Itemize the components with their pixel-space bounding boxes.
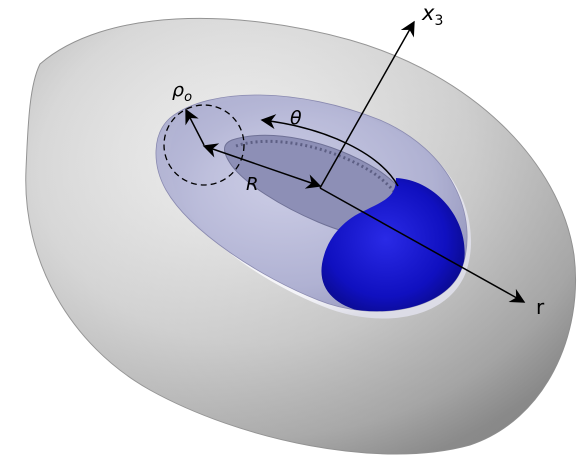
x3-axis: [319, 20, 415, 189]
minor-radius-arrow: [185, 108, 205, 146]
minor-radius-label: ρo: [172, 79, 192, 105]
blue-region: [321, 178, 465, 312]
theta-label: θ: [290, 107, 302, 129]
r-axis-label: r: [536, 295, 545, 319]
major-radius-label: R: [246, 174, 259, 195]
theta-arc: [260, 114, 399, 187]
x3-axis-label: x3: [421, 1, 443, 29]
r-axis: [319, 187, 526, 303]
major-radius-arrow: [202, 143, 322, 189]
